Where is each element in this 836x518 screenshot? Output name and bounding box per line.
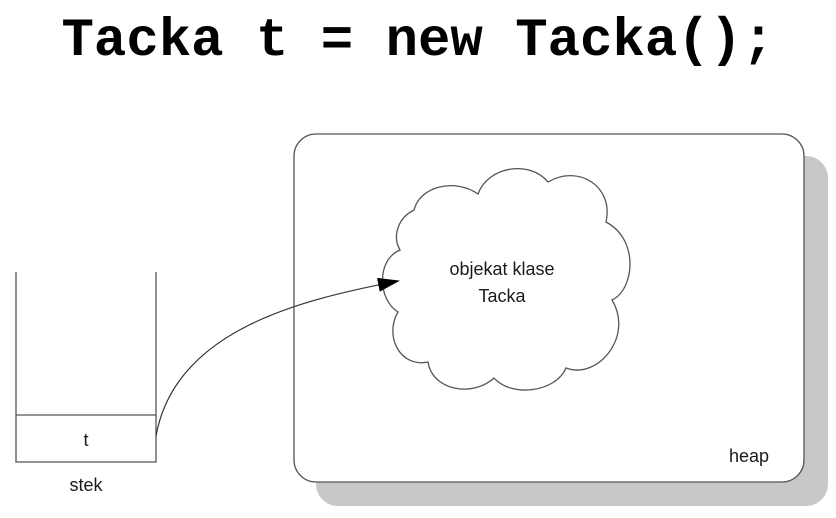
object-label-line2: Tacka [478,286,526,306]
reference-arrow [155,277,400,437]
stack-walls [15,272,157,463]
code-title: Tacka t = new Tacka(); [61,11,775,72]
object-label-line1: objekat klase [449,259,554,279]
heap-caption: heap [729,446,769,466]
stack-caption: stek [69,475,103,495]
stack-variable-label: t [83,430,88,450]
object-cloud [381,168,631,391]
